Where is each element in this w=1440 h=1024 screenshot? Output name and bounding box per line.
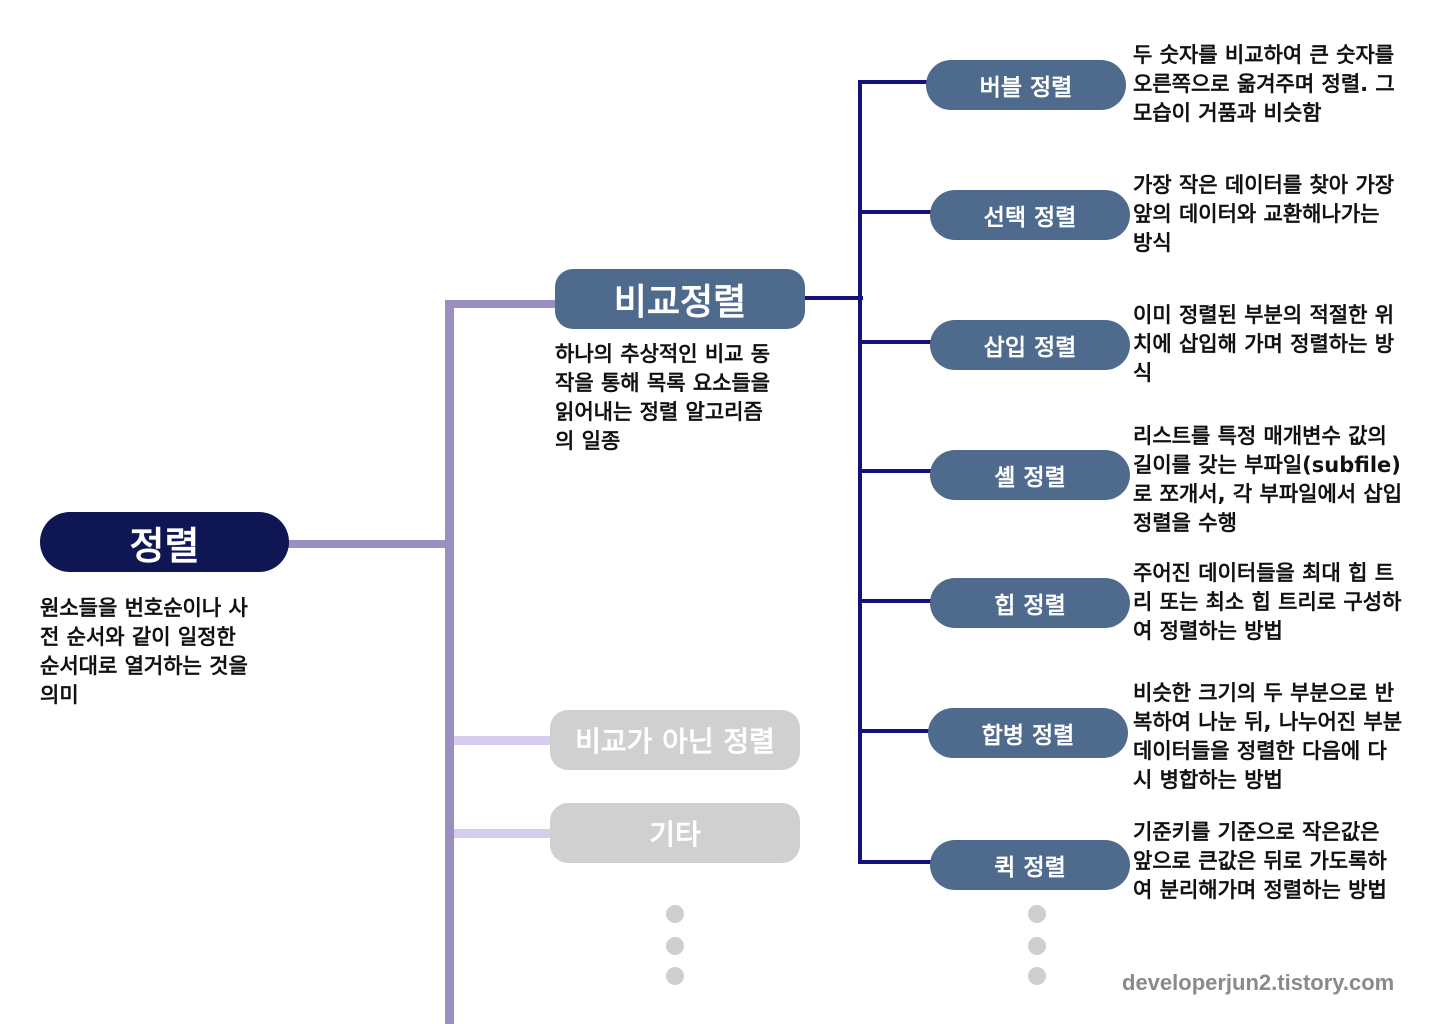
leaf-connector-merge [858, 729, 930, 733]
more-branches-dot-2 [666, 937, 684, 955]
leaf-description-merge-sort: 비슷한 크기의 두 부분으로 반 복하여 나눈 뒤, 나누어진 부분 데이터들을… [1133, 681, 1403, 792]
compare-to-leaves-line [803, 296, 863, 300]
leaf-connector-selection [858, 210, 932, 214]
leaf-description-bubble-sort: 두 숫자를 비교하여 큰 숫자를 오른쪽으로 옮겨주며 정렬. 그 모습이 거품… [1133, 43, 1395, 125]
leaf-description-quick-sort: 기준키를 기준으로 작은값은 앞으로 큰값은 뒤로 가도록하 여 분리해가며 정… [1133, 820, 1387, 902]
leaf-connector-bubble [858, 80, 928, 84]
branch-node-other[interactable]: 기타 [550, 803, 800, 863]
root-connector-line [288, 540, 450, 548]
leaf-node-merge-sort[interactable]: 합병 정렬 [928, 708, 1128, 758]
leaf-description-insertion-sort: 이미 정렬된 부분의 적절한 위 치에 삽입해 가며 정렬하는 방 식 [1133, 303, 1395, 385]
leaf-node-selection-sort[interactable]: 선택 정렬 [930, 190, 1130, 240]
leaf-description-heap-sort: 주어진 데이터들을 최대 힙 트 리 또는 최소 힙 트리로 구성하 여 정렬하… [1133, 561, 1402, 643]
leaf-description-shell-sort: 리스트를 특정 매개변수 값의 길이를 갖는 부파일(subfile) 로 쪼개… [1133, 424, 1403, 535]
branch-description-compare-sort: 하나의 추상적인 비교 동 작을 통해 목록 요소들을 읽어내는 정렬 알고리즘… [555, 342, 771, 453]
branch-node-compare-sort[interactable]: 비교정렬 [555, 269, 805, 329]
leaf-node-shell-sort[interactable]: 셸 정렬 [930, 450, 1130, 500]
more-branches-dot-3 [666, 967, 684, 985]
more-branches-dot-1 [666, 905, 684, 923]
leaf-description-selection-sort: 가장 작은 데이터를 찾아 가장 앞의 데이터와 교환해나가는 방식 [1133, 173, 1395, 255]
root-description: 원소들을 번호순이나 사 전 순서와 같이 일정한 순서대로 열거하는 것을 의… [40, 596, 248, 707]
branch-connector-non-compare [454, 736, 552, 745]
branch-node-non-compare-sort[interactable]: 비교가 아닌 정렬 [550, 710, 800, 770]
more-leaves-dot-2 [1028, 937, 1046, 955]
watermark-text: developerjun2.tistory.com [1122, 970, 1395, 995]
leaf-node-quick-sort[interactable]: 퀵 정렬 [930, 840, 1130, 890]
branch-connector-other [454, 829, 552, 838]
more-leaves-dot-3 [1028, 967, 1046, 985]
leaf-node-heap-sort[interactable]: 힙 정렬 [930, 578, 1130, 628]
leaf-connector-shell [858, 469, 932, 473]
leaf-connector-quick [858, 860, 932, 864]
more-leaves-dot-1 [1028, 905, 1046, 923]
leaf-connector-heap [858, 599, 932, 603]
leaf-connector-insertion [858, 340, 932, 344]
trunk-vertical-line [445, 300, 454, 1024]
leaf-node-insertion-sort[interactable]: 삽입 정렬 [930, 320, 1130, 370]
root-node[interactable]: 정렬 [40, 512, 289, 572]
branch-connector-compare [445, 300, 557, 308]
leaf-node-bubble-sort[interactable]: 버블 정렬 [926, 60, 1126, 110]
